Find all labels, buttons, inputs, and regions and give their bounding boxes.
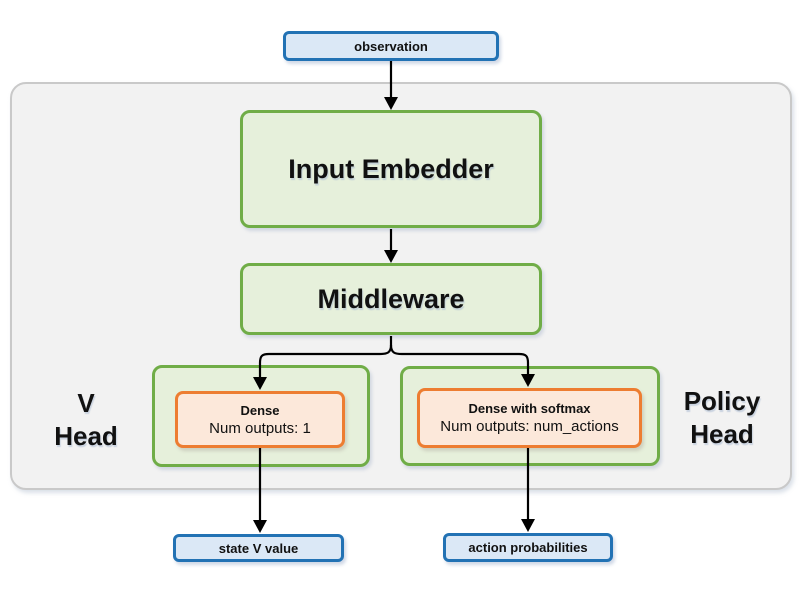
node-policy-dense-title: Dense with softmax xyxy=(468,401,591,416)
node-observation-label: observation xyxy=(354,38,428,54)
policy-head-label: Policy Head xyxy=(660,385,784,451)
node-v-dense: Dense Num outputs: 1 xyxy=(175,391,345,448)
node-v-dense-title: Dense xyxy=(240,402,280,418)
v-head-label: V Head xyxy=(30,387,142,453)
policy-head-label-line1: Policy xyxy=(683,386,761,416)
node-policy-dense-subtitle: Num outputs: num_actions xyxy=(440,418,619,435)
v-head-label-line1: V xyxy=(77,388,95,418)
node-observation: observation xyxy=(283,31,499,61)
arrowhead xyxy=(253,520,267,533)
node-middleware-label: Middleware xyxy=(317,283,465,314)
policy-head-label-line2: Head xyxy=(690,419,754,449)
node-action-probabilities-label: action probabilities xyxy=(468,540,588,555)
node-state-v-value-label: state V value xyxy=(218,540,299,556)
node-action-probabilities: action probabilities xyxy=(443,533,613,562)
node-state-v-value: state V value xyxy=(173,534,344,562)
node-policy-dense: Dense with softmax Num outputs: num_acti… xyxy=(417,388,642,448)
v-head-label-line2: Head xyxy=(54,421,118,451)
arrowhead xyxy=(521,519,535,532)
node-input-embedder-label: Input Embedder xyxy=(288,153,494,184)
node-middleware: Middleware xyxy=(240,263,542,335)
node-v-dense-subtitle: Num outputs: 1 xyxy=(209,419,311,437)
node-input-embedder: Input Embedder xyxy=(240,110,542,228)
